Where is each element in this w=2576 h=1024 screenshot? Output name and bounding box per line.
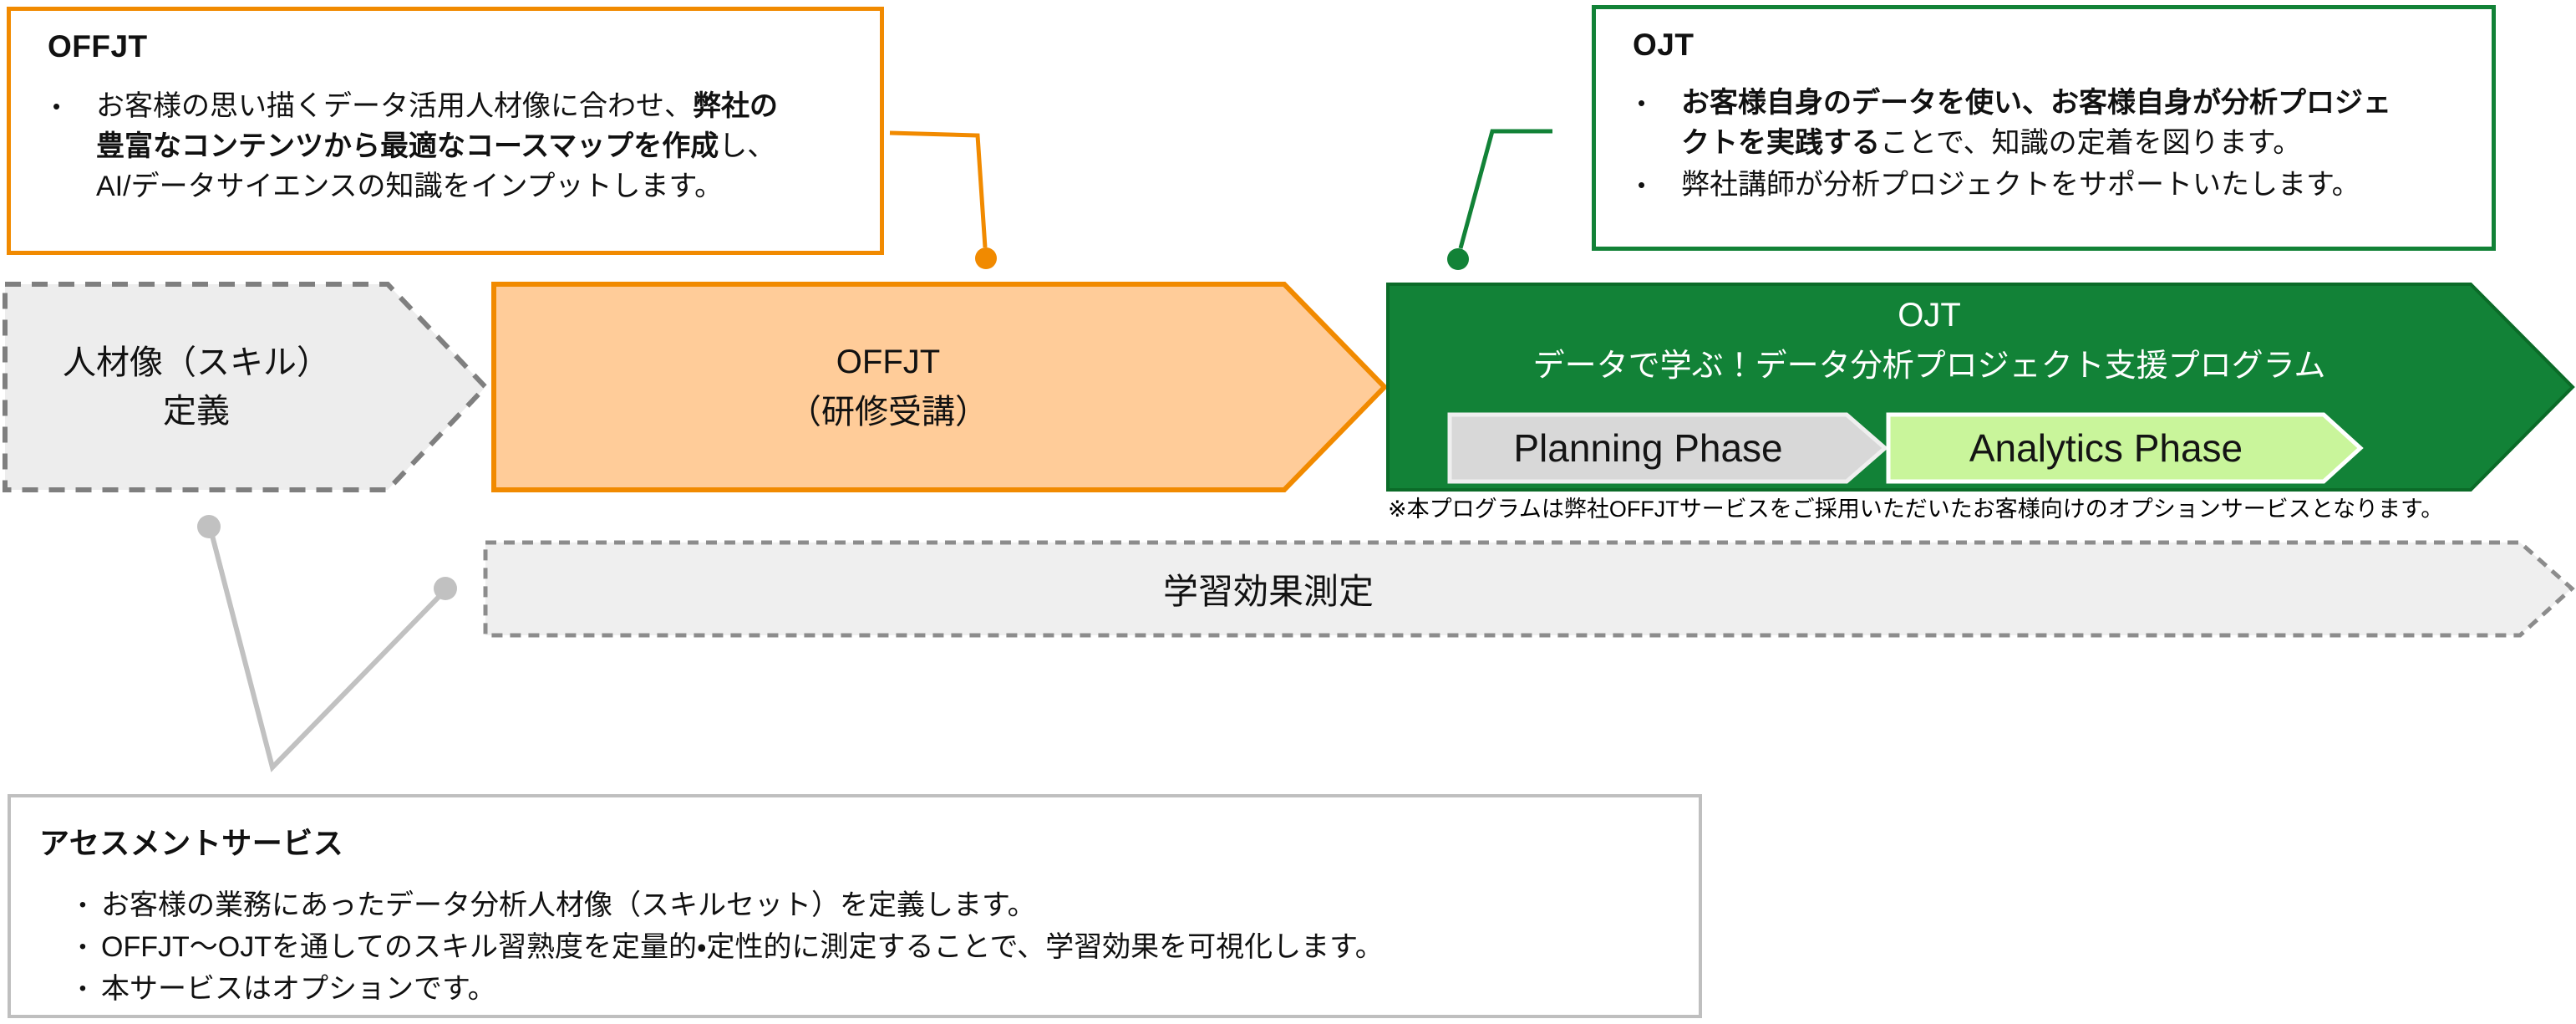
offjt-bullet-text-pre: お客様の思い描くデータ活用人材像に合わせ、 [96,90,693,122]
offjt-callout-box: OFFJT • お客様の思い描くデータ活用人材像に合わせ、弊社の豊富なコンテンツ… [7,7,884,255]
offjt-box-title: OFFJT [48,29,148,64]
orange-connector-dot-icon [975,247,997,269]
offjt-arrow-shape [491,282,1389,492]
bullet-dot-icon: • [1638,172,1646,197]
bullet-dot-icon: • [79,977,87,1000]
ojt-arrow: OJT データで学ぶ！データ分析プロジェクト支援プログラム Planning P… [1386,281,2576,493]
offjt-callout-connector [889,130,997,269]
assessment-connector [197,515,457,772]
ojt-box-title: OJT [1633,28,1694,62]
ojt-callout-connector [1447,129,1552,270]
ojt-bullet-1: • お客様自身のデータを使い、お客様自身が分析プロジェクトを実践することで、知識… [1633,83,2460,163]
assessment-bullet-3: • 本サービスはオプションです。 [64,968,1674,1010]
offjt-arrow-label: OFFJT （研修受講） [490,281,1286,493]
assessment-bullet-2: • OFFJT～OJTを通してのスキル習熟度を定量的・定性的に測定することで、学… [64,926,1674,968]
offjt-arrow-line2: （研修受講） [788,394,988,430]
skill-definition-arrow: 人材像（スキル） 定義 [2,281,491,493]
offjt-bullet: • お客様の思い描くデータ活用人材像に合わせ、弊社の豊富なコンテンツから最適なコ… [48,86,848,206]
skill-definition-arrow-shape [3,282,490,492]
gray-connector-dot-left-icon [197,515,221,538]
offjt-bullet-text-bold: 弊社の豊富なコンテンツから最適なコースマップを作成 [96,90,778,162]
assessment-service-box: アセスメントサービス • お客様の業務にあったデータ分析人材像（スキルセット）を… [8,794,1702,1018]
ojt-arrow-title: OJT [1898,296,1961,334]
bullet-dot-icon: • [53,94,61,119]
assessment-bullet-2-text: OFFJT～OJTを通してのスキル習熟度を定量的・定性的に測定することで、学習効… [101,931,1384,963]
offjt-bullet-text-post: し、AI/データサイエンスの知識をインプットします。 [96,130,776,202]
learning-measurement-arrow: 学習効果測定 [483,539,2576,641]
assessment-bullet-1-text: お客様の業務にあったデータ分析人材像（スキルセット）を定義します。 [101,889,1036,921]
ojt-bullet-1-text: お客様自身のデータを使い、お客様自身が分析プロジェクトを実践することで、知識の定… [1681,83,2400,163]
ojt-arrow-shape [1386,283,2575,492]
learning-measurement-label: 学習効果測定 [1162,571,1374,611]
offjt-arrow: OFFJT （研修受講） [490,281,1391,493]
planning-phase-label: Planning Phase [1513,426,1783,470]
ojt-callout-box: OJT • お客様自身のデータを使い、お客様自身が分析プロジェクトを実践すること… [1592,5,2496,251]
offjt-bullet-text: お客様の思い描くデータ活用人材像に合わせ、弊社の豊富なコンテンツから最適なコース… [96,86,805,206]
bullet-dot-icon: • [1638,90,1646,115]
offjt-arrow-line1: OFFJT [836,344,941,380]
ojt-bullet-1-bold: お客様自身のデータを使い、お客様自身が分析プロジェクトを実践する [1681,87,2391,159]
analytics-phase-arrow [1886,412,2364,484]
ojt-bullet-1-post: ことで、知識の定着を図ります。 [1880,127,2302,159]
gray-connector-dot-right-icon [434,577,457,600]
ojt-bullet-2: • 弊社講師が分析プロジェクトをサポートいたします。 [1633,165,2460,205]
bullet-dot-icon: • [79,894,87,916]
assessment-bullet-3-text: 本サービスはオプションです。 [101,973,496,1005]
assessment-box-title: アセスメントサービス [39,826,344,860]
ojt-bullet-2-text: 弊社講師が分析プロジェクトをサポートいたします。 [1681,169,2360,201]
skill-definition-arrow-label: 人材像（スキル） 定義 [2,281,391,493]
ojt-arrow-subtitle: データで学ぶ！データ分析プロジェクト支援プログラム [1532,348,2326,384]
planning-phase-arrow [1447,412,1888,484]
assessment-bullet-1: • お客様の業務にあったデータ分析人材像（スキルセット）を定義します。 [64,884,1674,926]
skill-arrow-line1: 人材像（スキル） [63,344,330,381]
skill-arrow-line2: 定義 [163,393,230,430]
bullet-dot-icon: • [79,935,87,958]
ojt-arrow-note: ※本プログラムは弊社OFFJTサービスをご採用いただいたお客様向けのオプションサ… [1388,497,2444,522]
assessment-bullet-list: • お客様の業務にあったデータ分析人材像（スキルセット）を定義します。 • OF… [39,884,1674,1010]
learning-measurement-arrow-shape [483,540,2575,638]
green-connector-dot-icon [1447,248,1469,270]
analytics-phase-label: Analytics Phase [1969,426,2243,470]
